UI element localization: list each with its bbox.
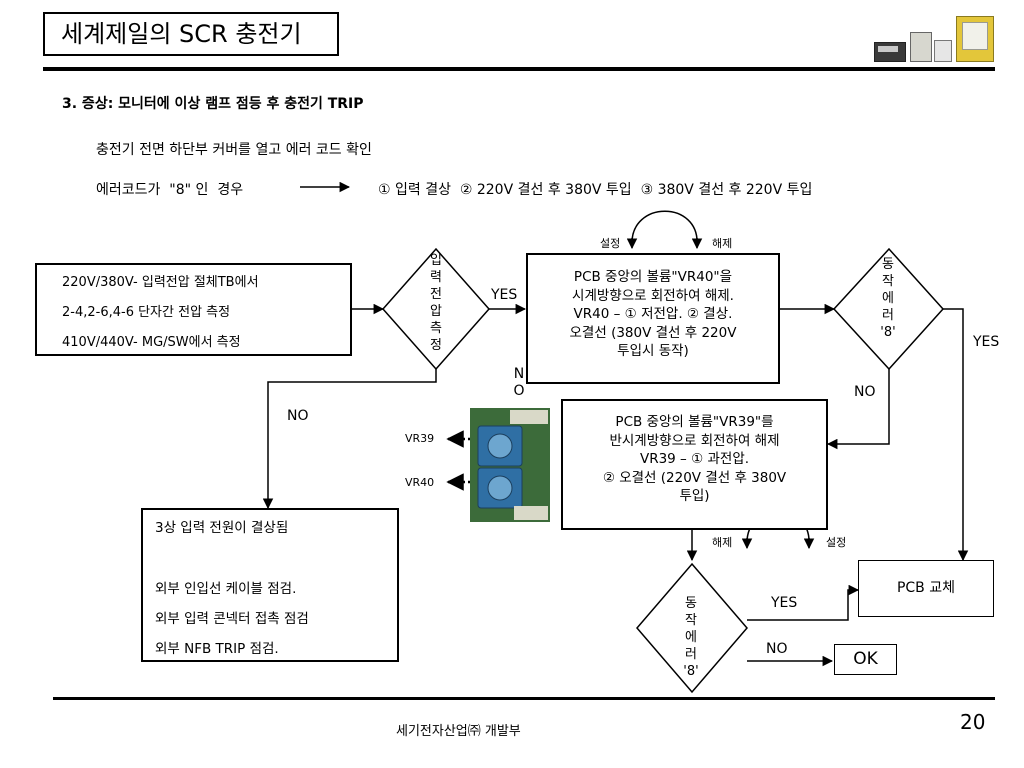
phase-loss-line: 외부 인입선 케이블 점검. <box>155 581 297 597</box>
decision-measure-char: 정 <box>430 338 442 353</box>
input-voltage-line-3: 410V/440V- MG/SW에서 측정 <box>62 335 241 350</box>
error-code-label: 에러코드가 "8" 인 경우 <box>96 182 244 198</box>
pcb-replace-box: PCB 교체 <box>858 560 994 617</box>
vr40-line: VR40 – ① 저전압. ② 결상. <box>573 306 733 322</box>
vr39-line: VR39 – ① 과전압. <box>639 451 750 467</box>
charger-image-small-display <box>878 46 898 52</box>
decision-measure-label: 입 력 전 압 측 정 <box>428 252 444 354</box>
vr40-instruction-box: PCB 중앙의 볼륨"VR40"을 시계방향으로 회전하여 해제. VR40 –… <box>526 253 780 384</box>
decision-error-label-2: 동 작 에 러 '8' <box>683 595 699 680</box>
no-label-vertical: N O <box>512 366 526 400</box>
yes-label-3: YES <box>771 595 798 611</box>
decision-error-char: 작 <box>685 613 697 628</box>
decision-error-char: 에 <box>882 291 894 306</box>
phase-loss-line: 외부 NFB TRIP 점검. <box>155 641 279 657</box>
vr40-label: VR40 <box>405 476 435 489</box>
input-voltage-box: 220V/380V- 입력전압 절체TB에서 2-4,2-6,4-6 단자간 전… <box>35 263 352 356</box>
product-images <box>870 14 996 64</box>
release-label-2: 해제 <box>712 536 733 549</box>
charger-image-large-panel <box>962 22 988 50</box>
decision-error-char: 러 <box>882 308 894 323</box>
vr40-line: 투입시 동작) <box>617 343 689 359</box>
decision-error-char: 동 <box>685 596 697 611</box>
yes-label-2: YES <box>973 334 1000 350</box>
phase-loss-box: 3상 입력 전원이 결상됨 외부 인입선 케이블 점검. 외부 입력 콘넥터 접… <box>141 508 399 662</box>
decision-measure-char: 전 <box>430 287 442 302</box>
error-causes-text: ① 입력 결상 ② 220V 결선 후 380V 투입 ③ 380V 결선 후 … <box>378 182 813 198</box>
header-rule <box>43 67 995 71</box>
slide-title: 세계제일의 SCR 충전기 <box>43 12 339 56</box>
charger-image-tall <box>934 40 952 62</box>
decision-error-char: 작 <box>882 274 894 289</box>
vr40-line: PCB 중앙의 볼륨"VR40"을 <box>573 269 733 285</box>
no-label-4: NO <box>766 641 788 657</box>
no-label-3: NO <box>854 384 876 400</box>
instruction-text: 충전기 전면 하단부 커버를 열고 에러 코드 확인 <box>96 142 372 158</box>
charger-image-medium <box>910 32 932 62</box>
vr39-line: ② 오결선 (220V 결선 후 380V <box>602 469 787 486</box>
decision-measure-char: 력 <box>430 270 442 285</box>
input-voltage-line-1: 220V/380V- 입력전압 절체TB에서 <box>62 275 259 290</box>
decision-error-char: 에 <box>685 630 697 645</box>
page-number: 20 <box>960 710 986 734</box>
release-label-1: 해제 <box>712 237 733 250</box>
phase-loss-line: 외부 입력 콘넥터 접촉 점검 <box>155 611 309 627</box>
decision-error-label-1: 동 작 에 러 '8' <box>880 256 896 341</box>
vr39-label: VR39 <box>405 432 435 445</box>
no-label-char: O <box>513 383 525 399</box>
vr39-line: 반시계방향으로 회전하여 해제 <box>609 432 780 449</box>
decision-measure-char: 압 <box>430 304 442 319</box>
decision-error-char: '8' <box>683 664 699 679</box>
set-label-2: 설정 <box>826 536 847 549</box>
decision-error-char: '8' <box>880 325 896 340</box>
no-label-2: NO <box>287 408 309 424</box>
footer-text: 세기전자산업㈜ 개발부 <box>396 724 521 739</box>
decision-error-char: 러 <box>685 647 697 662</box>
vr39-instruction-box: PCB 중앙의 볼륨"VR39"를 반시계방향으로 회전하여 해제 VR39 –… <box>561 399 828 530</box>
footer-rule <box>53 697 995 700</box>
pcb-volume-photo <box>470 408 550 522</box>
decision-error-char: 동 <box>882 257 894 272</box>
ok-box: OK <box>834 644 897 675</box>
decision-measure-char: 입 <box>430 253 442 268</box>
phase-loss-line: 3상 입력 전원이 결상됨 <box>155 520 289 536</box>
set-label-1: 설정 <box>600 237 621 250</box>
vr39-line: 투입) <box>679 488 710 504</box>
decision-error-diamond-2 <box>636 562 748 694</box>
yes-label-1: YES <box>491 287 518 303</box>
vr40-line: 오결선 (380V 결선 후 220V <box>569 324 737 341</box>
no-label-char: N <box>513 366 525 382</box>
input-voltage-line-2: 2-4,2-6,4-6 단자간 전압 측정 <box>62 305 231 320</box>
vr39-line: PCB 중앙의 볼륨"VR39"를 <box>615 414 774 430</box>
vr40-line: 시계방향으로 회전하여 해제. <box>572 287 734 304</box>
decision-measure-char: 측 <box>430 321 442 336</box>
symptom-heading: 3. 증상: 모니터에 이상 램프 점등 후 충전기 TRIP <box>62 96 364 112</box>
